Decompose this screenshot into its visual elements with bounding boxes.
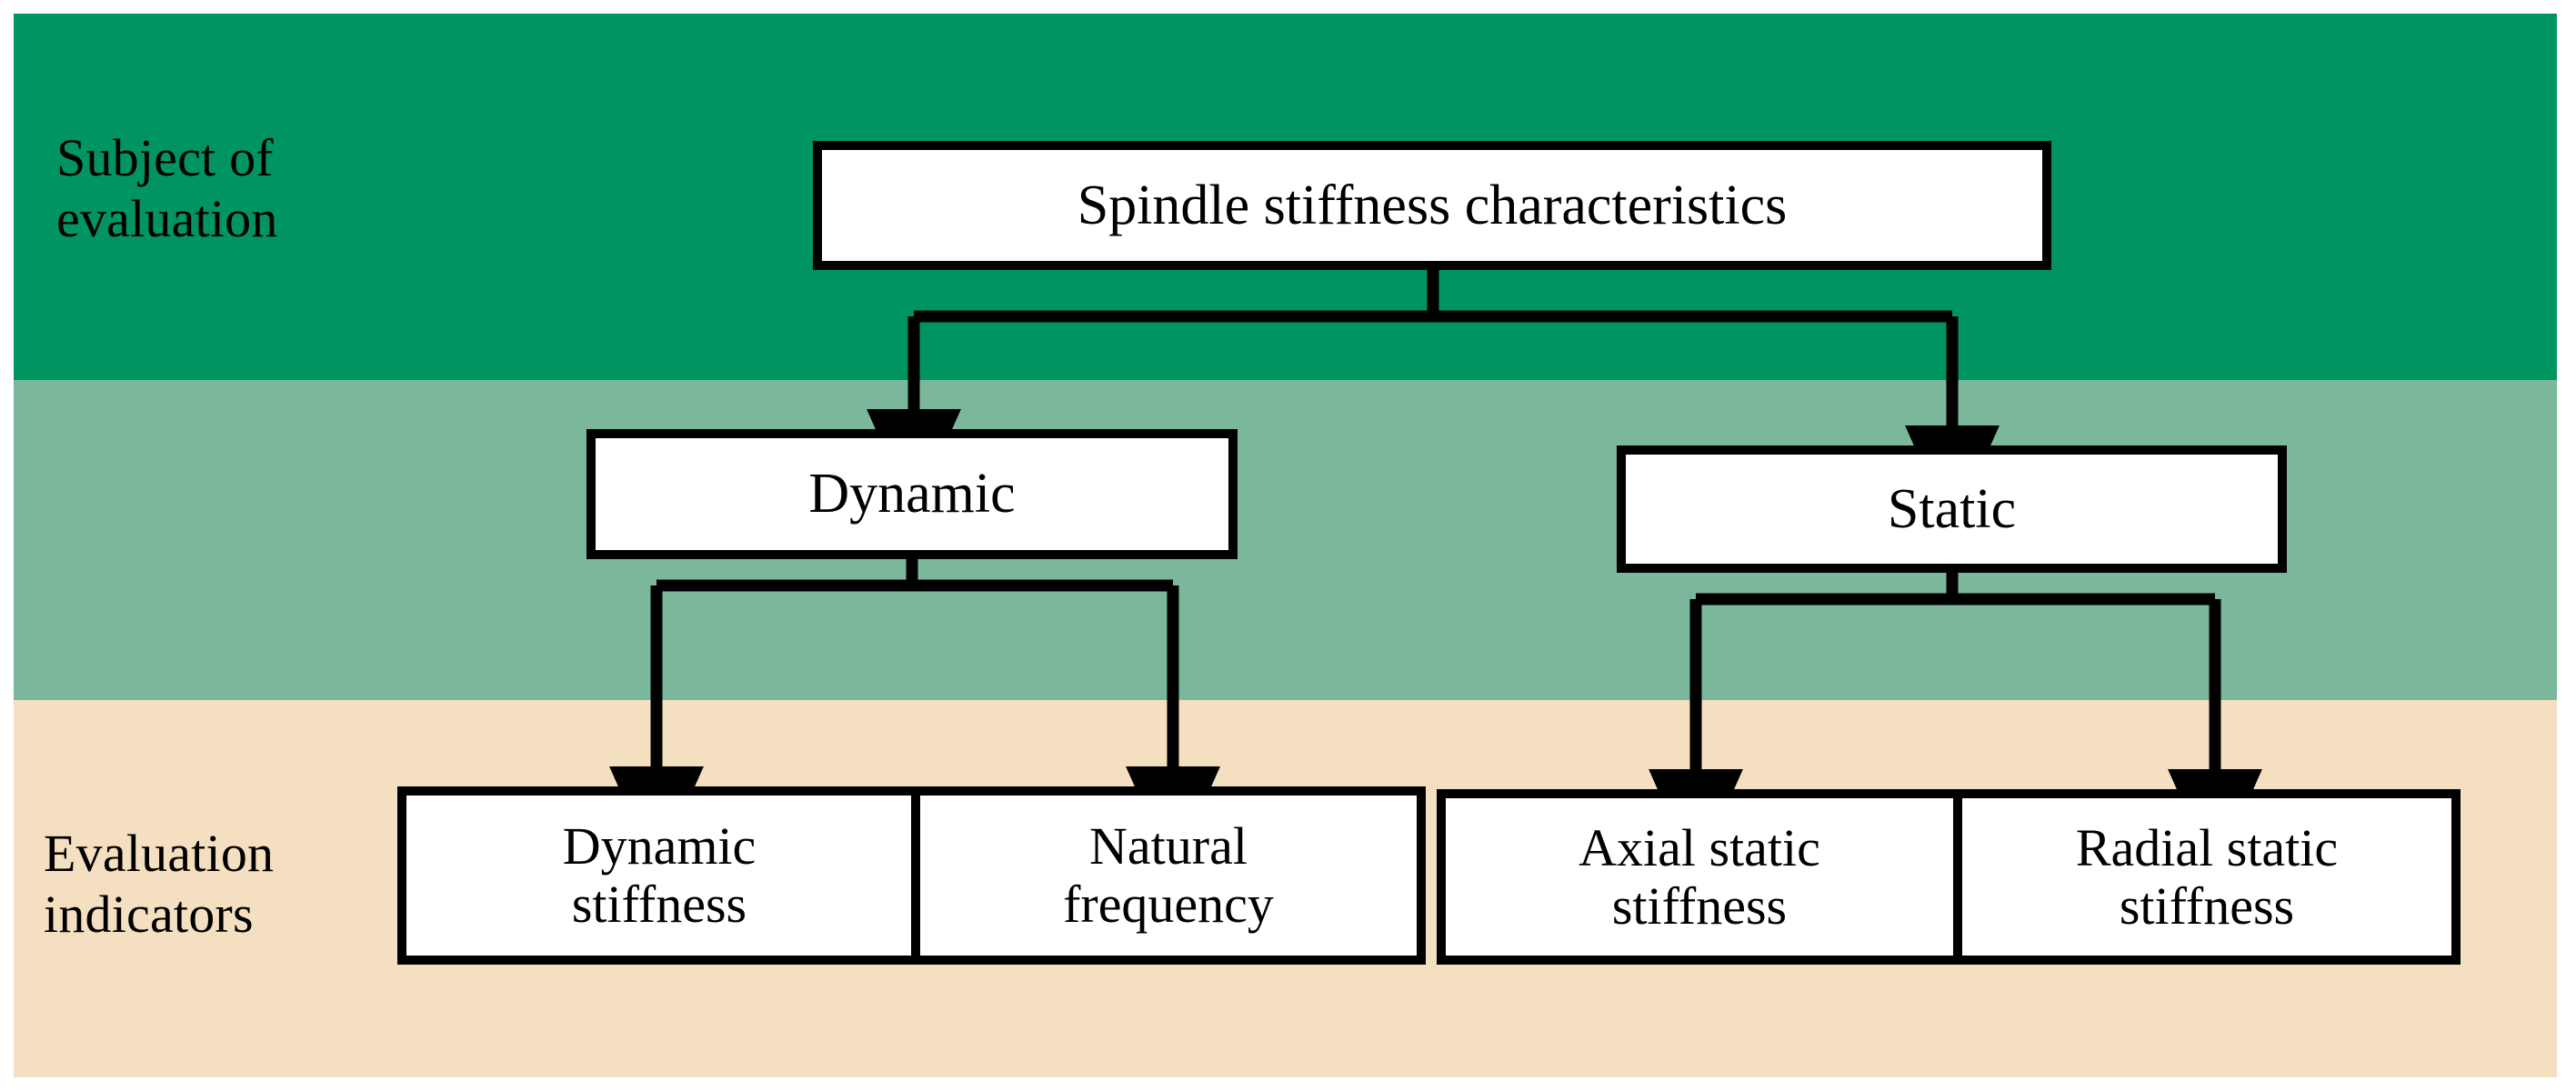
node-label: Spindle stiffness characteristics xyxy=(1077,174,1788,236)
node-label: Dynamic xyxy=(808,463,1016,525)
node-natural-frequency[interactable]: Natural frequency xyxy=(911,786,1426,965)
node-label: Axial static stiffness xyxy=(1579,817,1820,936)
band-label-evaluation-indicators: Evaluation indicators xyxy=(44,824,275,945)
node-dynamic[interactable]: Dynamic xyxy=(586,429,1238,559)
node-dynamic-stiffness[interactable]: Dynamic stiffness xyxy=(397,786,921,965)
node-label: Natural frequency xyxy=(1063,816,1274,934)
node-label: Static xyxy=(1887,477,2017,540)
node-axial-static-stiffness[interactable]: Axial static stiffness xyxy=(1437,789,1962,965)
node-spindle-stiffness-characteristics[interactable]: Spindle stiffness characteristics xyxy=(813,141,2051,270)
band-label-subject-of-evaluation: Subject of evaluation xyxy=(56,128,278,249)
node-label: Dynamic stiffness xyxy=(562,816,757,934)
node-radial-static-stiffness[interactable]: Radial static stiffness xyxy=(1953,789,2461,965)
node-label: Radial static stiffness xyxy=(2075,817,2339,936)
node-static[interactable]: Static xyxy=(1617,445,2287,573)
